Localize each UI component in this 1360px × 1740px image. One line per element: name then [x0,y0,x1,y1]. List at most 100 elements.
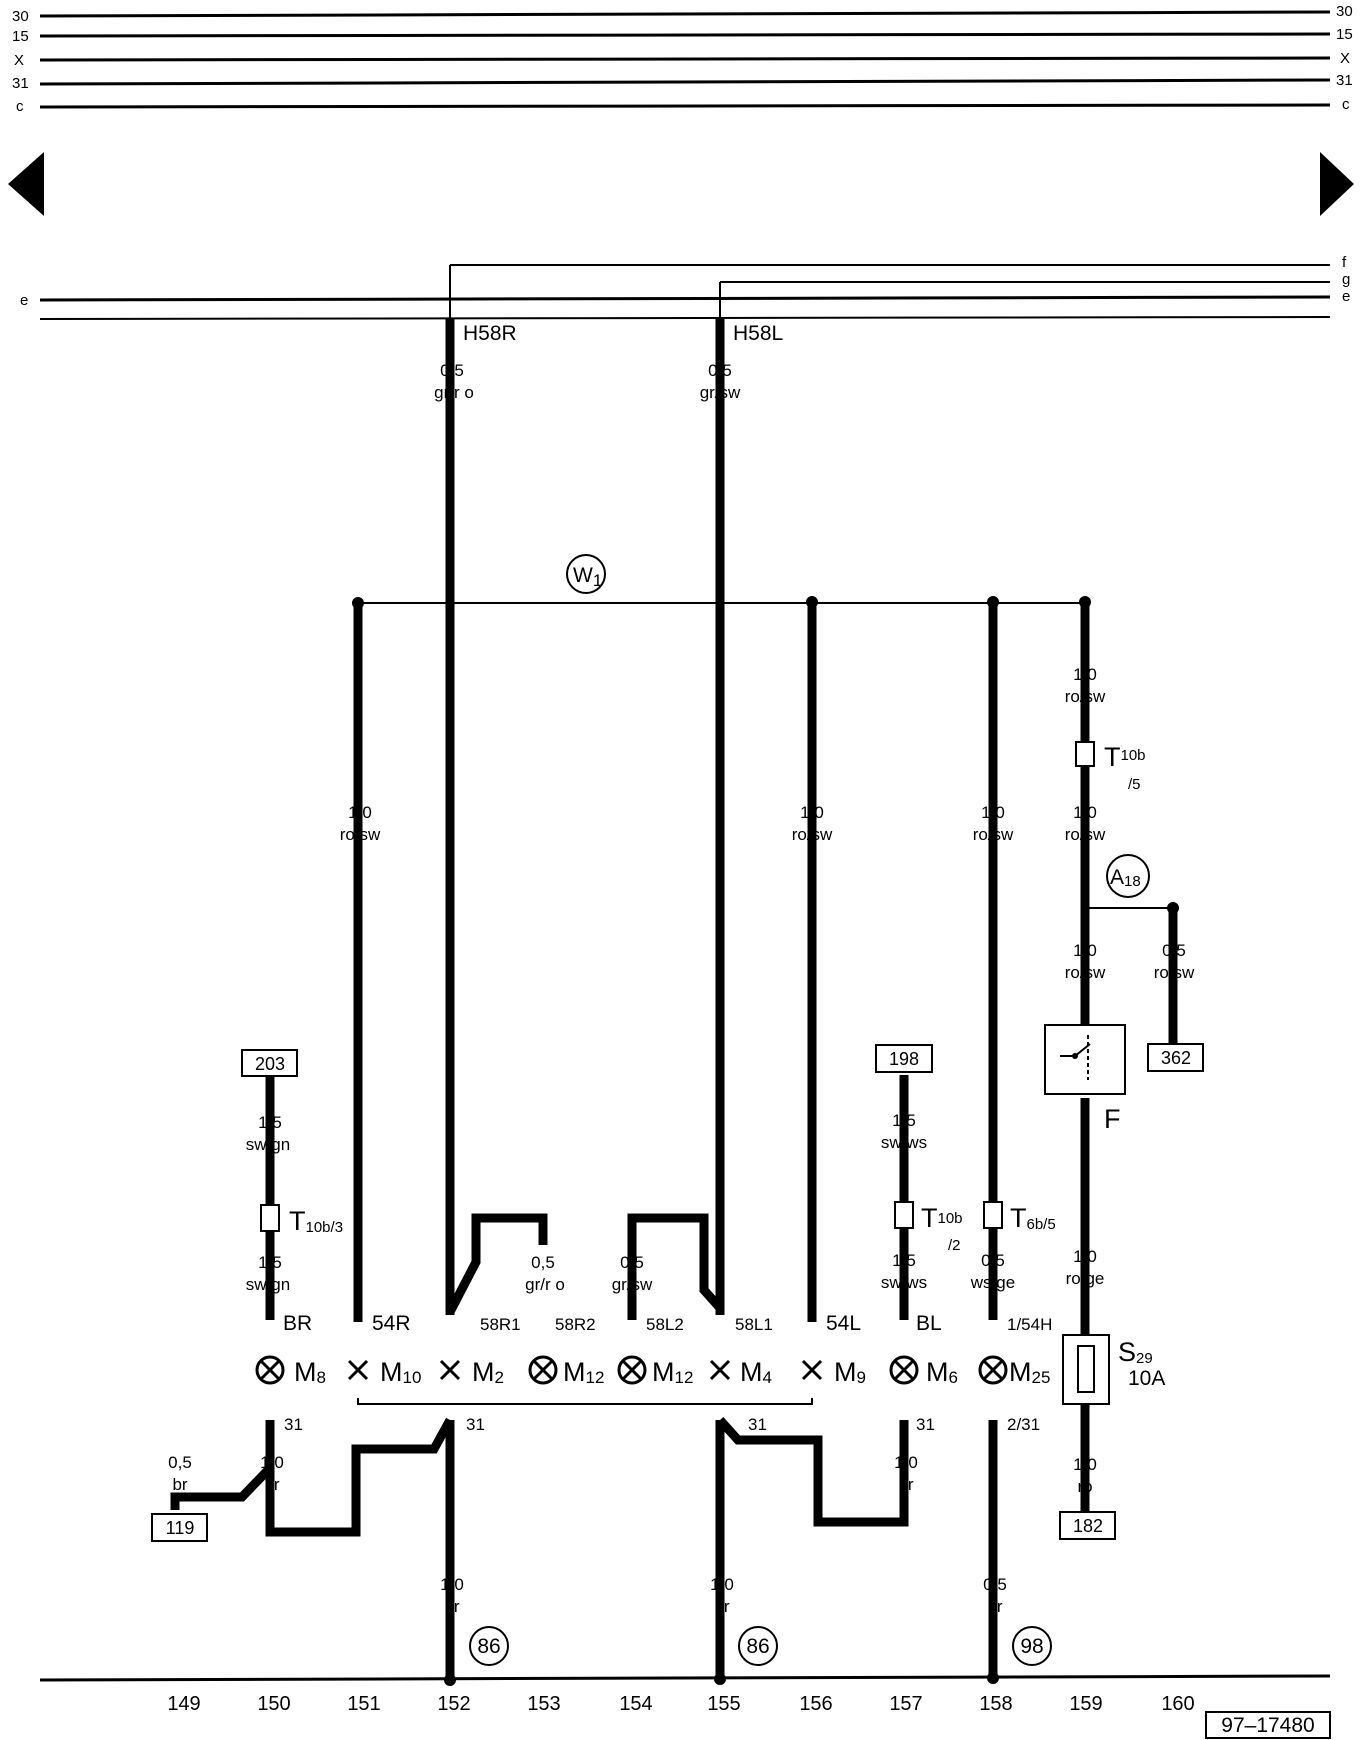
pin-br: BR [283,1312,312,1335]
rail-label-30-left: 30 [12,8,29,25]
ref-362: 362 [1161,1048,1191,1068]
rail-label-e-left: e [20,292,28,309]
m25-color: ro/sw [973,825,1014,844]
pin-1-54h: 1/54H [1007,1315,1052,1334]
column-150: 150 [257,1693,290,1715]
rail-label-31-right: 31 [1336,72,1353,89]
a18-label: A18 [1110,866,1141,890]
m10-size: 1,0 [348,803,372,822]
column-152: 152 [437,1693,470,1715]
ref-198: 198 [889,1049,919,1069]
g152-color: br [444,1597,459,1616]
lamp-m10: M10 [347,1357,421,1387]
ground-rail [39,1674,1331,1682]
ref-box-119[interactable] [151,1513,208,1542]
lamp-m2: M2 [439,1357,504,1387]
wire-ground-right [716,1416,909,1527]
ground-86-a: 86 [477,1635,500,1658]
g119-color: br [172,1475,187,1494]
column-numbers: 149 150 151 152 153 154 155 156 157 158 … [167,1693,1194,1715]
ground-86-a-circle [469,1626,509,1666]
rail-label-c-left: c [16,98,24,115]
pin-31-m8: 31 [284,1415,303,1434]
column-156: 156 [799,1693,832,1715]
m6a-color: sw/ws [881,1133,927,1152]
h58l-color: gr/sw [700,383,741,402]
g119-size: 0,5 [168,1453,192,1472]
ref-box-362[interactable] [1147,1043,1204,1072]
g158-color: br [987,1597,1002,1616]
lamps: M8 M10 M2 M12 M12 M4 [255,1355,1050,1387]
lamp-m9-label: M9 [834,1357,866,1387]
rail-label-x-left: X [14,52,24,69]
lamp-m9: M9 [801,1357,866,1387]
column-154: 154 [619,1693,652,1715]
a18-node [1167,902,1179,914]
s29c-color: ro/sw [1065,963,1106,982]
wires [170,318,1179,1680]
rail-label-15-right: 15 [1336,26,1353,43]
pin-54l: 54L [826,1312,861,1335]
s29b-size: 1,0 [1073,803,1097,822]
connector-t10b3-icon [260,1204,280,1232]
column-149: 149 [167,1693,200,1715]
m12l-color: gr/sw [612,1275,653,1294]
reference-boxes: 203 198 362 119 182 [151,1043,1204,1542]
m12l-size: 0,5 [620,1253,644,1272]
m12r-size: 0,5 [531,1253,555,1272]
rail-label-c-right: c [1342,96,1350,113]
ground-points: 86 86 98 [469,1626,1052,1666]
ground-86-b: 86 [746,1635,769,1658]
ref-119: 119 [166,1518,195,1538]
terminal-h58l: H58L [733,322,783,345]
connector-t10b5: T10b [1104,742,1146,772]
s29d-color: ro [1077,1477,1092,1496]
connector-t10b2-icon [894,1201,914,1229]
fuse-s29-element-icon [1077,1345,1095,1393]
g155-color: br [714,1597,729,1616]
column-159: 159 [1069,1693,1102,1715]
rail-label-31-left: 31 [12,75,29,92]
ground-node-155 [714,1673,726,1685]
m6b-size: 1,5 [892,1251,916,1270]
ref-203: 203 [255,1054,285,1074]
ref-box-198[interactable] [875,1044,933,1073]
lamp-m2-label: M2 [472,1357,504,1387]
g155-size: 1,0 [710,1575,734,1594]
m25b-color: ws/ge [970,1273,1015,1292]
m25-size: 1,0 [981,803,1005,822]
rail-label-g: g [1342,271,1350,288]
lamp-m6-label: M6 [926,1357,958,1387]
m8a-color: sw/gn [246,1135,290,1154]
rail-x [39,56,1331,62]
next-page-arrow-icon[interactable] [1320,152,1354,216]
lamp-m8-label: M8 [294,1357,326,1387]
m8b-color: sw/gn [246,1275,290,1294]
ground-98: 98 [1020,1635,1043,1658]
s29a-size: 1,0 [1073,665,1097,684]
column-158: 158 [979,1693,1012,1715]
lamp-m25-label: M25 [1009,1357,1050,1387]
previous-page-arrow-icon[interactable] [8,152,44,216]
fge-color: ro/ge [1066,1269,1105,1288]
ref-box-182[interactable] [1059,1511,1116,1540]
ref-box-203[interactable] [241,1049,298,1077]
m6g-color: br [898,1475,913,1494]
m25b-size: 0,5 [981,1251,1005,1270]
pin-58l1: 58L1 [735,1315,773,1334]
column-151: 151 [347,1693,380,1715]
a18-label-circle [1106,854,1150,898]
connector-t10b2: T10b [921,1203,963,1233]
pin-31-m2: 31 [466,1415,485,1434]
terminal-h58r: H58R [463,322,517,345]
h58r-size: 0,5 [440,361,464,380]
m10-color: ro/sw [340,825,381,844]
rail-30 [39,10,1331,18]
lower-rails: f g e e [20,254,1350,320]
switch-f-pivot [1072,1053,1078,1059]
lamp-m6: M6 [889,1355,958,1387]
wire-m12-right-link [446,1213,548,1315]
a18-size: 0,5 [1162,941,1186,960]
a18-color: ro/sw [1154,963,1195,982]
wire-m12-left-link [627,1213,724,1320]
